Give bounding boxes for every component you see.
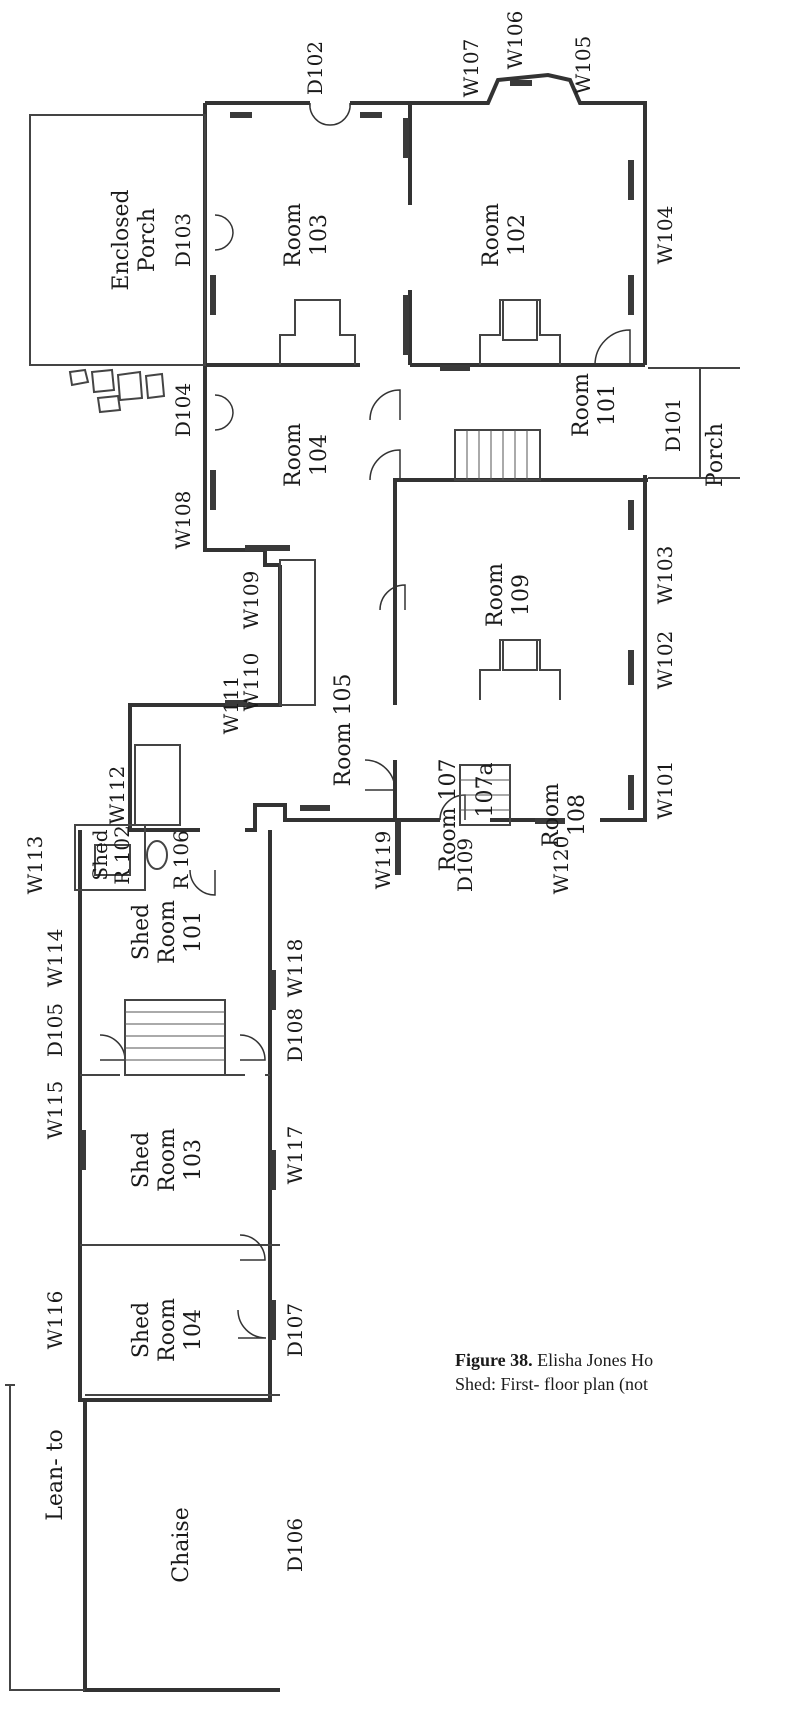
svg-text:Porch: Porch [135,208,160,272]
kitchen-counters [134,559,316,870]
w118-label: W118 [283,939,307,998]
fireplace-room-102 [479,299,561,365]
room-labels: Enclosed Porch Room 103 Room 102 Room 10… [43,189,728,1582]
w104-label: W104 [653,206,677,265]
room-108-label: Room 108 [539,783,590,847]
room-101-label: Room 101 [569,373,620,437]
room-102-label: Room 102 [479,203,530,267]
svg-text:103: 103 [181,1139,206,1181]
r106-label: R 106 [169,830,193,890]
svg-text:Room: Room [483,563,508,627]
svg-text:109: 109 [509,574,534,616]
front-porch-outline [648,367,740,479]
porch-label: Porch [703,423,728,487]
svg-text:Room: Room [281,203,306,267]
svg-text:Room: Room [539,783,564,847]
figure-caption: Figure 38. Elisha Jones Ho Shed: First- … [455,1348,653,1396]
svg-text:Room: Room [155,1298,180,1362]
svg-text:Room: Room [155,1128,180,1192]
window-marks [80,80,634,1340]
lean-to-label: Lean- to [43,1429,68,1520]
shed-r102-label: Shed R 102 [88,825,134,885]
w115-label: W115 [43,1081,67,1140]
w116-label: W116 [43,1291,67,1350]
svg-text:Shed: Shed [129,1302,154,1358]
svg-text:104: 104 [181,1309,206,1351]
lean-to-outline [5,1384,85,1691]
svg-text:Shed: Shed [88,829,112,880]
caption-line-1: Elisha Jones Ho [537,1350,654,1370]
room-107-label: Room 107 [436,759,461,872]
shed-room-103-label: Shed Room 103 [129,1128,206,1192]
room-107a-label: 107a [473,762,498,817]
svg-text:Shed: Shed [129,904,154,960]
fireplace-room-109 [479,639,561,700]
d105-label: D105 [43,1003,67,1057]
porch-stones [68,368,166,414]
svg-text:Shed: Shed [129,1132,154,1188]
room-104-label: Room 104 [281,423,332,487]
room-109-label: Room 109 [483,563,534,627]
w108-label: W108 [171,491,195,550]
d103-label: D103 [171,213,195,267]
svg-text:102: 102 [505,214,530,256]
svg-text:R 102: R 102 [110,825,134,885]
w119-label: W119 [371,831,395,890]
shed-room-101-label: Shed Room 101 [129,900,206,964]
svg-text:Room: Room [569,373,594,437]
w120-label: W120 [549,836,573,895]
caption-line-2: Shed: First- floor plan (not [455,1374,648,1394]
door-labels: D101 D102 D103 D104 D105 D106 D107 D108 … [43,41,685,1572]
d102-label: D102 [303,41,327,95]
shed-room-104-label: Shed Room 104 [129,1298,206,1362]
enclosed-porch-outline [29,114,206,366]
fireplace-room-103 [279,299,356,365]
w110-label: W110 [239,653,263,712]
w105-label: W105 [571,36,595,95]
w101-label: W101 [653,761,677,820]
main-stairs [454,429,541,481]
svg-text:101: 101 [181,911,206,953]
window-labels: W101 W102 W103 W104 W105 W106 W107 W108 … [23,11,677,1350]
svg-text:Room: Room [479,203,504,267]
w111-label: W111 [219,676,243,735]
svg-text:108: 108 [565,794,590,836]
d106-label: D106 [283,1518,307,1572]
d108-label: D108 [283,1008,307,1062]
shed-stairs [124,999,226,1076]
d101-label: D101 [661,398,685,452]
room-105-label: Room 105 [331,674,356,787]
w109-label: W109 [239,571,263,630]
enclosed-porch-label: Enclosed Porch [109,189,160,290]
d107-label: D107 [283,1303,307,1357]
w102-label: W102 [653,631,677,690]
chaise-label: Chaise [169,1507,194,1582]
w106-label: W106 [503,11,527,70]
w103-label: W103 [653,546,677,605]
d109-label: D109 [453,838,477,892]
svg-text:103: 103 [307,214,332,256]
svg-text:Room: Room [155,900,180,964]
room-103-label: Room 103 [281,203,332,267]
w114-label: W114 [43,929,67,988]
w117-label: W117 [283,1126,307,1185]
svg-text:Enclosed: Enclosed [109,189,134,290]
svg-text:Room: Room [281,423,306,487]
room-107-stairs [459,764,511,826]
d104-label: D104 [171,383,195,437]
svg-text:104: 104 [307,434,332,476]
w113-label: W113 [23,836,47,895]
w107-label: W107 [459,39,483,98]
figure-number: Figure 38. [455,1350,533,1370]
svg-text:101: 101 [595,384,620,426]
w112-label: W112 [105,766,129,825]
